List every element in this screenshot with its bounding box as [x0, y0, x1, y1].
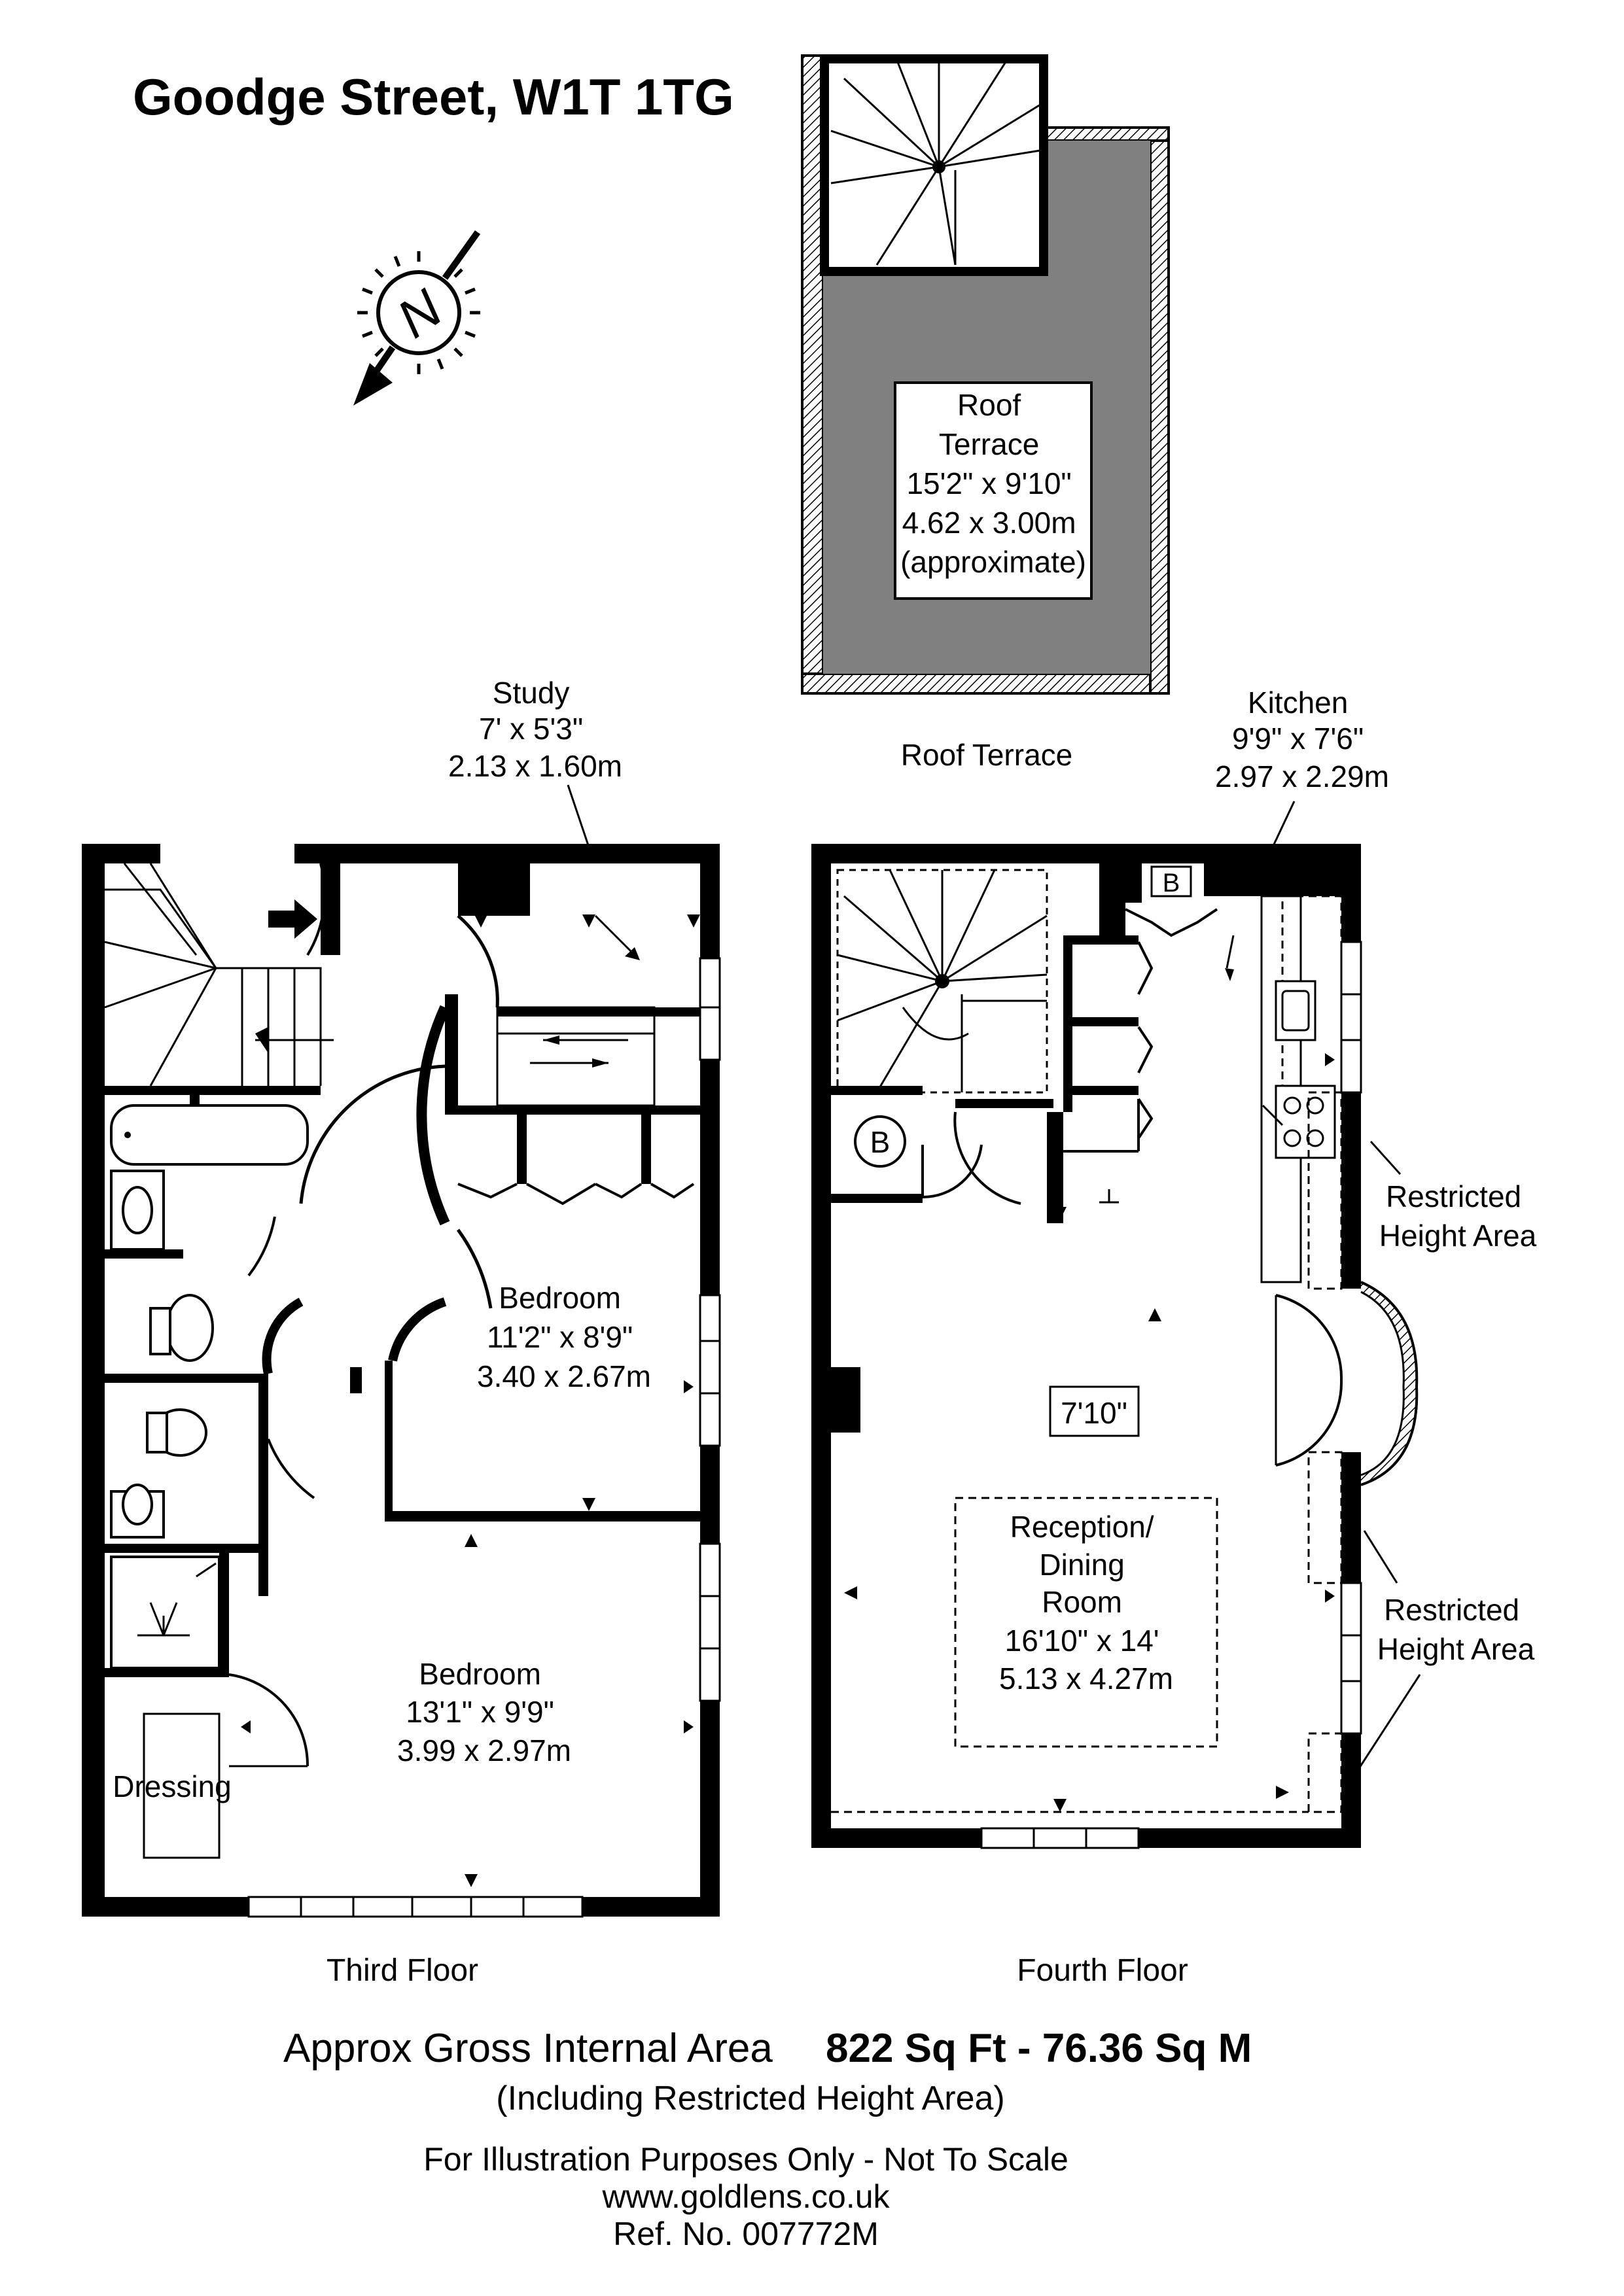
- reference-number: Ref. No. 007772M: [613, 2216, 879, 2252]
- bedroom-2-label: Bedroom 13'1" x 9'9" 3.99 x 2.97m: [397, 1657, 571, 1767]
- fourth-floor-plan: B B: [811, 844, 1419, 1849]
- boiler-label-1: B: [870, 1125, 891, 1159]
- bedroom-1-label: Bedroom 11'2" x 8'9" 3.40 x 2.67m: [477, 1281, 651, 1393]
- roof-terrace-plan: Roof Terrace 15'2" x 9'10" 4.62 x 3.00m …: [801, 54, 1170, 695]
- dressing-label: Dressing: [113, 1769, 232, 1803]
- area-value: 822 Sq Ft - 76.36 Sq M: [826, 2026, 1252, 2071]
- third-floor-plan: [82, 844, 721, 1918]
- restricted-height-label-1: Restricted Height Area: [1379, 1179, 1537, 1253]
- ceiling-height-label: 7'10": [1061, 1396, 1127, 1430]
- page-title: Goodge Street, W1T 1TG: [133, 68, 734, 126]
- restricted-height-label-2: Restricted Height Area: [1377, 1593, 1535, 1666]
- fourth-floor-title: Fourth Floor: [1017, 1953, 1188, 1988]
- roof-terrace-label: Roof Terrace: [901, 738, 1073, 772]
- boiler-label-2: B: [1163, 869, 1180, 897]
- reception-label: Reception/ Dining Room 16'10" x 14' 5.13…: [999, 1510, 1173, 1696]
- third-floor-title: Third Floor: [327, 1953, 478, 1988]
- study-label: Study 7' x 5'3" 2.13 x 1.60m: [448, 676, 622, 783]
- compass-icon: N: [353, 230, 481, 406]
- area-label: Approx Gross Internal Area: [283, 2026, 773, 2071]
- kitchen-label: Kitchen 9'9" x 7'6" 2.97 x 2.29m: [1215, 686, 1389, 793]
- disclaimer: For Illustration Purposes Only - Not To …: [423, 2141, 1068, 2178]
- roof-terrace-box-label: Roof Terrace 15'2" x 9'10" 4.62 x 3.00m …: [900, 388, 1086, 579]
- area-note: (Including Restricted Height Area): [496, 2079, 1005, 2117]
- website: www.goldlens.co.uk: [601, 2178, 890, 2215]
